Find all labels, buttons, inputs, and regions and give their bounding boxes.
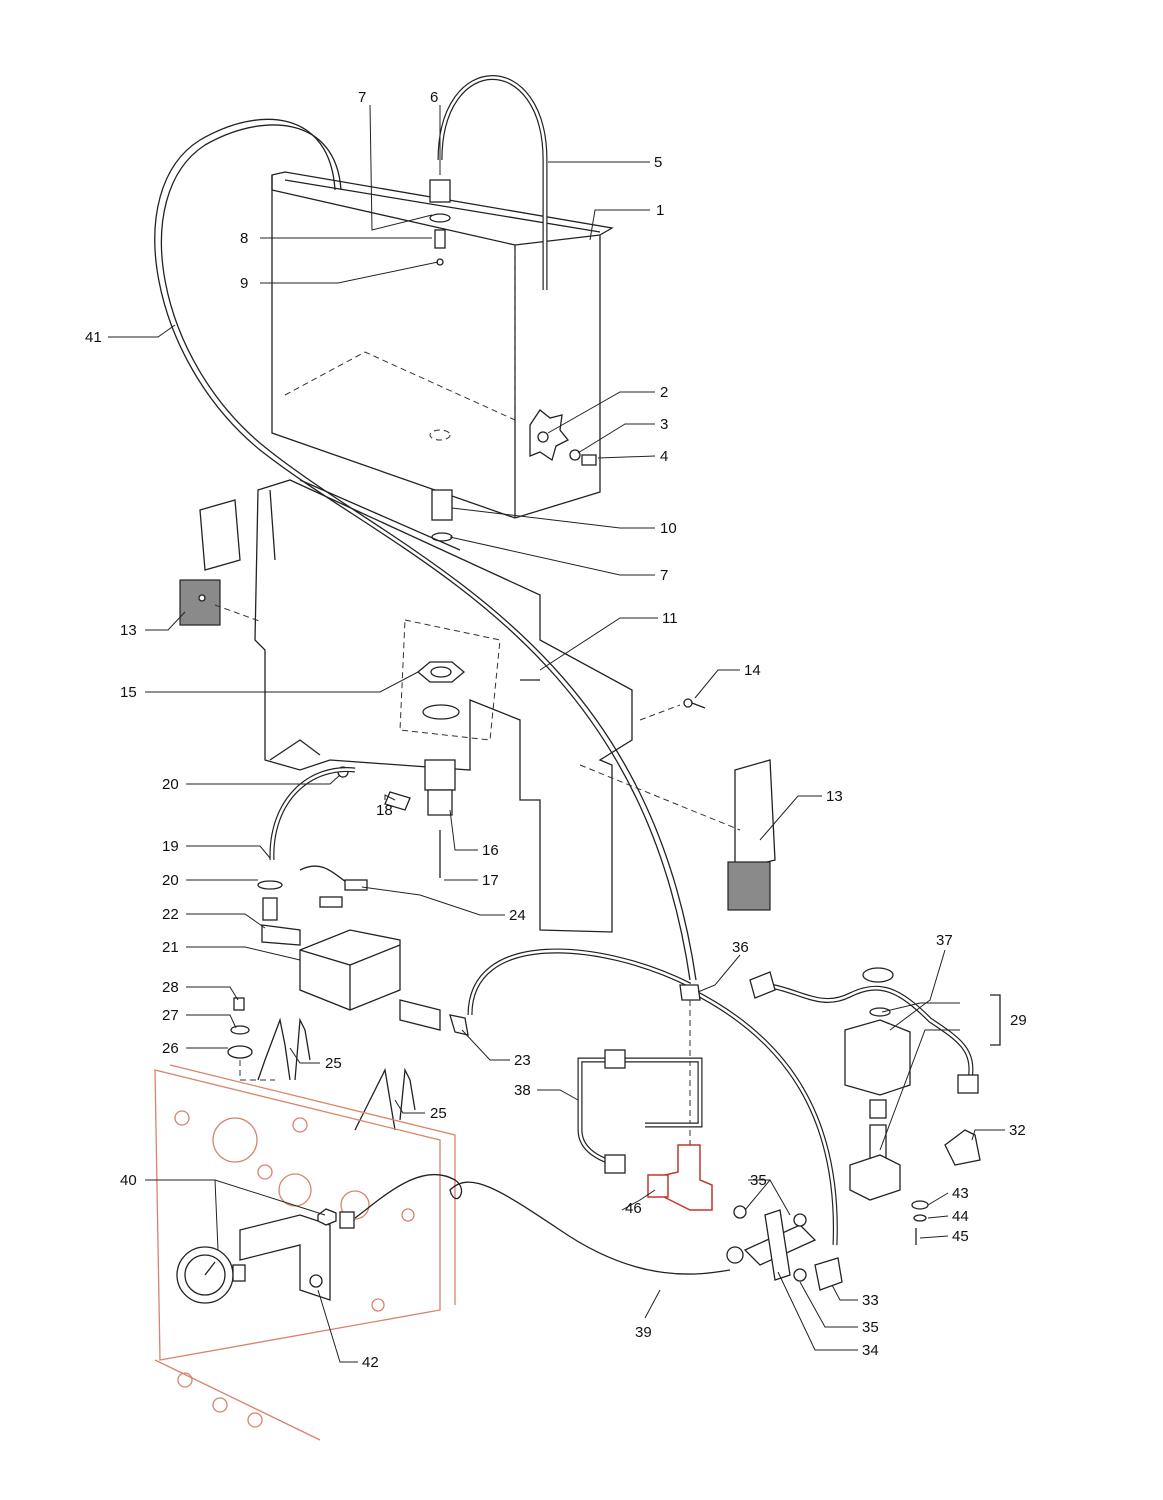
callout-21: 21	[162, 939, 179, 956]
capillary-tube-39	[354, 1173, 731, 1275]
callout-13b: 13	[826, 788, 843, 805]
callout-44: 44	[952, 1208, 969, 1225]
callout-43: 43	[952, 1185, 969, 1202]
callout-3: 3	[660, 416, 668, 433]
callout-7b: 7	[660, 567, 668, 584]
screw-washer-set	[227, 997, 275, 1081]
nut-15	[416, 661, 466, 720]
callout-labels: 7 6 5 1 8 9 41 2 3 4 10 7 13 11 14 15 20…	[85, 89, 1027, 1371]
inlet-fitting	[429, 179, 451, 266]
callout-16: 16	[482, 842, 499, 859]
pipe-38	[577, 1049, 703, 1174]
callout-27: 27	[162, 1007, 179, 1024]
callout-1: 1	[656, 202, 664, 219]
spring-clip-25b	[354, 1067, 416, 1131]
callout-35: 35	[750, 1172, 767, 1189]
callout-19: 19	[162, 838, 179, 855]
callout-35b: 35	[862, 1319, 879, 1336]
callout-45: 45	[952, 1228, 969, 1245]
tube-41	[154, 118, 691, 981]
water-tank	[271, 171, 614, 519]
callout-13: 13	[120, 622, 137, 639]
callout-4: 4	[660, 448, 668, 465]
callout-28: 28	[162, 979, 179, 996]
callout-11: 11	[662, 610, 678, 627]
tube-5	[437, 75, 548, 290]
callout-18: 18	[376, 802, 393, 819]
solenoid-valve	[749, 967, 1001, 1245]
callout-24: 24	[509, 907, 526, 924]
callout-38: 38	[514, 1082, 531, 1099]
callout-7: 7	[358, 89, 366, 106]
spring-clip-25a	[257, 1017, 311, 1081]
clip-left	[179, 499, 263, 626]
safety-valve-46	[647, 1144, 713, 1211]
callout-29: 29	[1010, 1012, 1027, 1029]
callout-39: 39	[635, 1324, 652, 1341]
pump-parts	[257, 759, 469, 1036]
callout-6: 6	[430, 89, 438, 106]
callout-41: 41	[85, 329, 102, 346]
callout-10: 10	[660, 520, 677, 537]
callout-23: 23	[514, 1052, 531, 1069]
callout-20: 20	[162, 776, 179, 793]
callout-20b: 20	[162, 872, 179, 889]
callout-17: 17	[482, 872, 499, 889]
callout-25b: 25	[430, 1105, 447, 1122]
callout-2: 2	[660, 384, 668, 401]
o-ring	[431, 532, 453, 542]
callout-25: 25	[325, 1055, 342, 1072]
callout-32: 32	[1009, 1122, 1026, 1139]
callout-36: 36	[732, 939, 749, 956]
callout-15: 15	[120, 684, 137, 701]
callout-46: 46	[625, 1200, 642, 1217]
cross-fitting	[726, 1205, 843, 1291]
callout-42: 42	[362, 1354, 379, 1371]
pressure-gauge	[176, 1208, 355, 1304]
screw-14	[639, 698, 706, 721]
callout-34: 34	[862, 1342, 879, 1359]
callout-22: 22	[162, 906, 179, 923]
callout-26: 26	[162, 1040, 179, 1057]
callout-14: 14	[744, 662, 761, 679]
clip-right	[579, 759, 776, 911]
level-sensor	[529, 409, 597, 466]
callout-37: 37	[936, 932, 953, 949]
callout-8: 8	[240, 230, 248, 247]
outlet-fitting	[431, 489, 453, 521]
callout-5: 5	[654, 154, 662, 171]
frame-bracket	[254, 479, 633, 933]
front-panel	[154, 1064, 456, 1441]
leader-lines	[108, 104, 1005, 1363]
callout-9: 9	[240, 275, 248, 292]
callout-33: 33	[862, 1292, 879, 1309]
callout-40: 40	[120, 1172, 137, 1189]
